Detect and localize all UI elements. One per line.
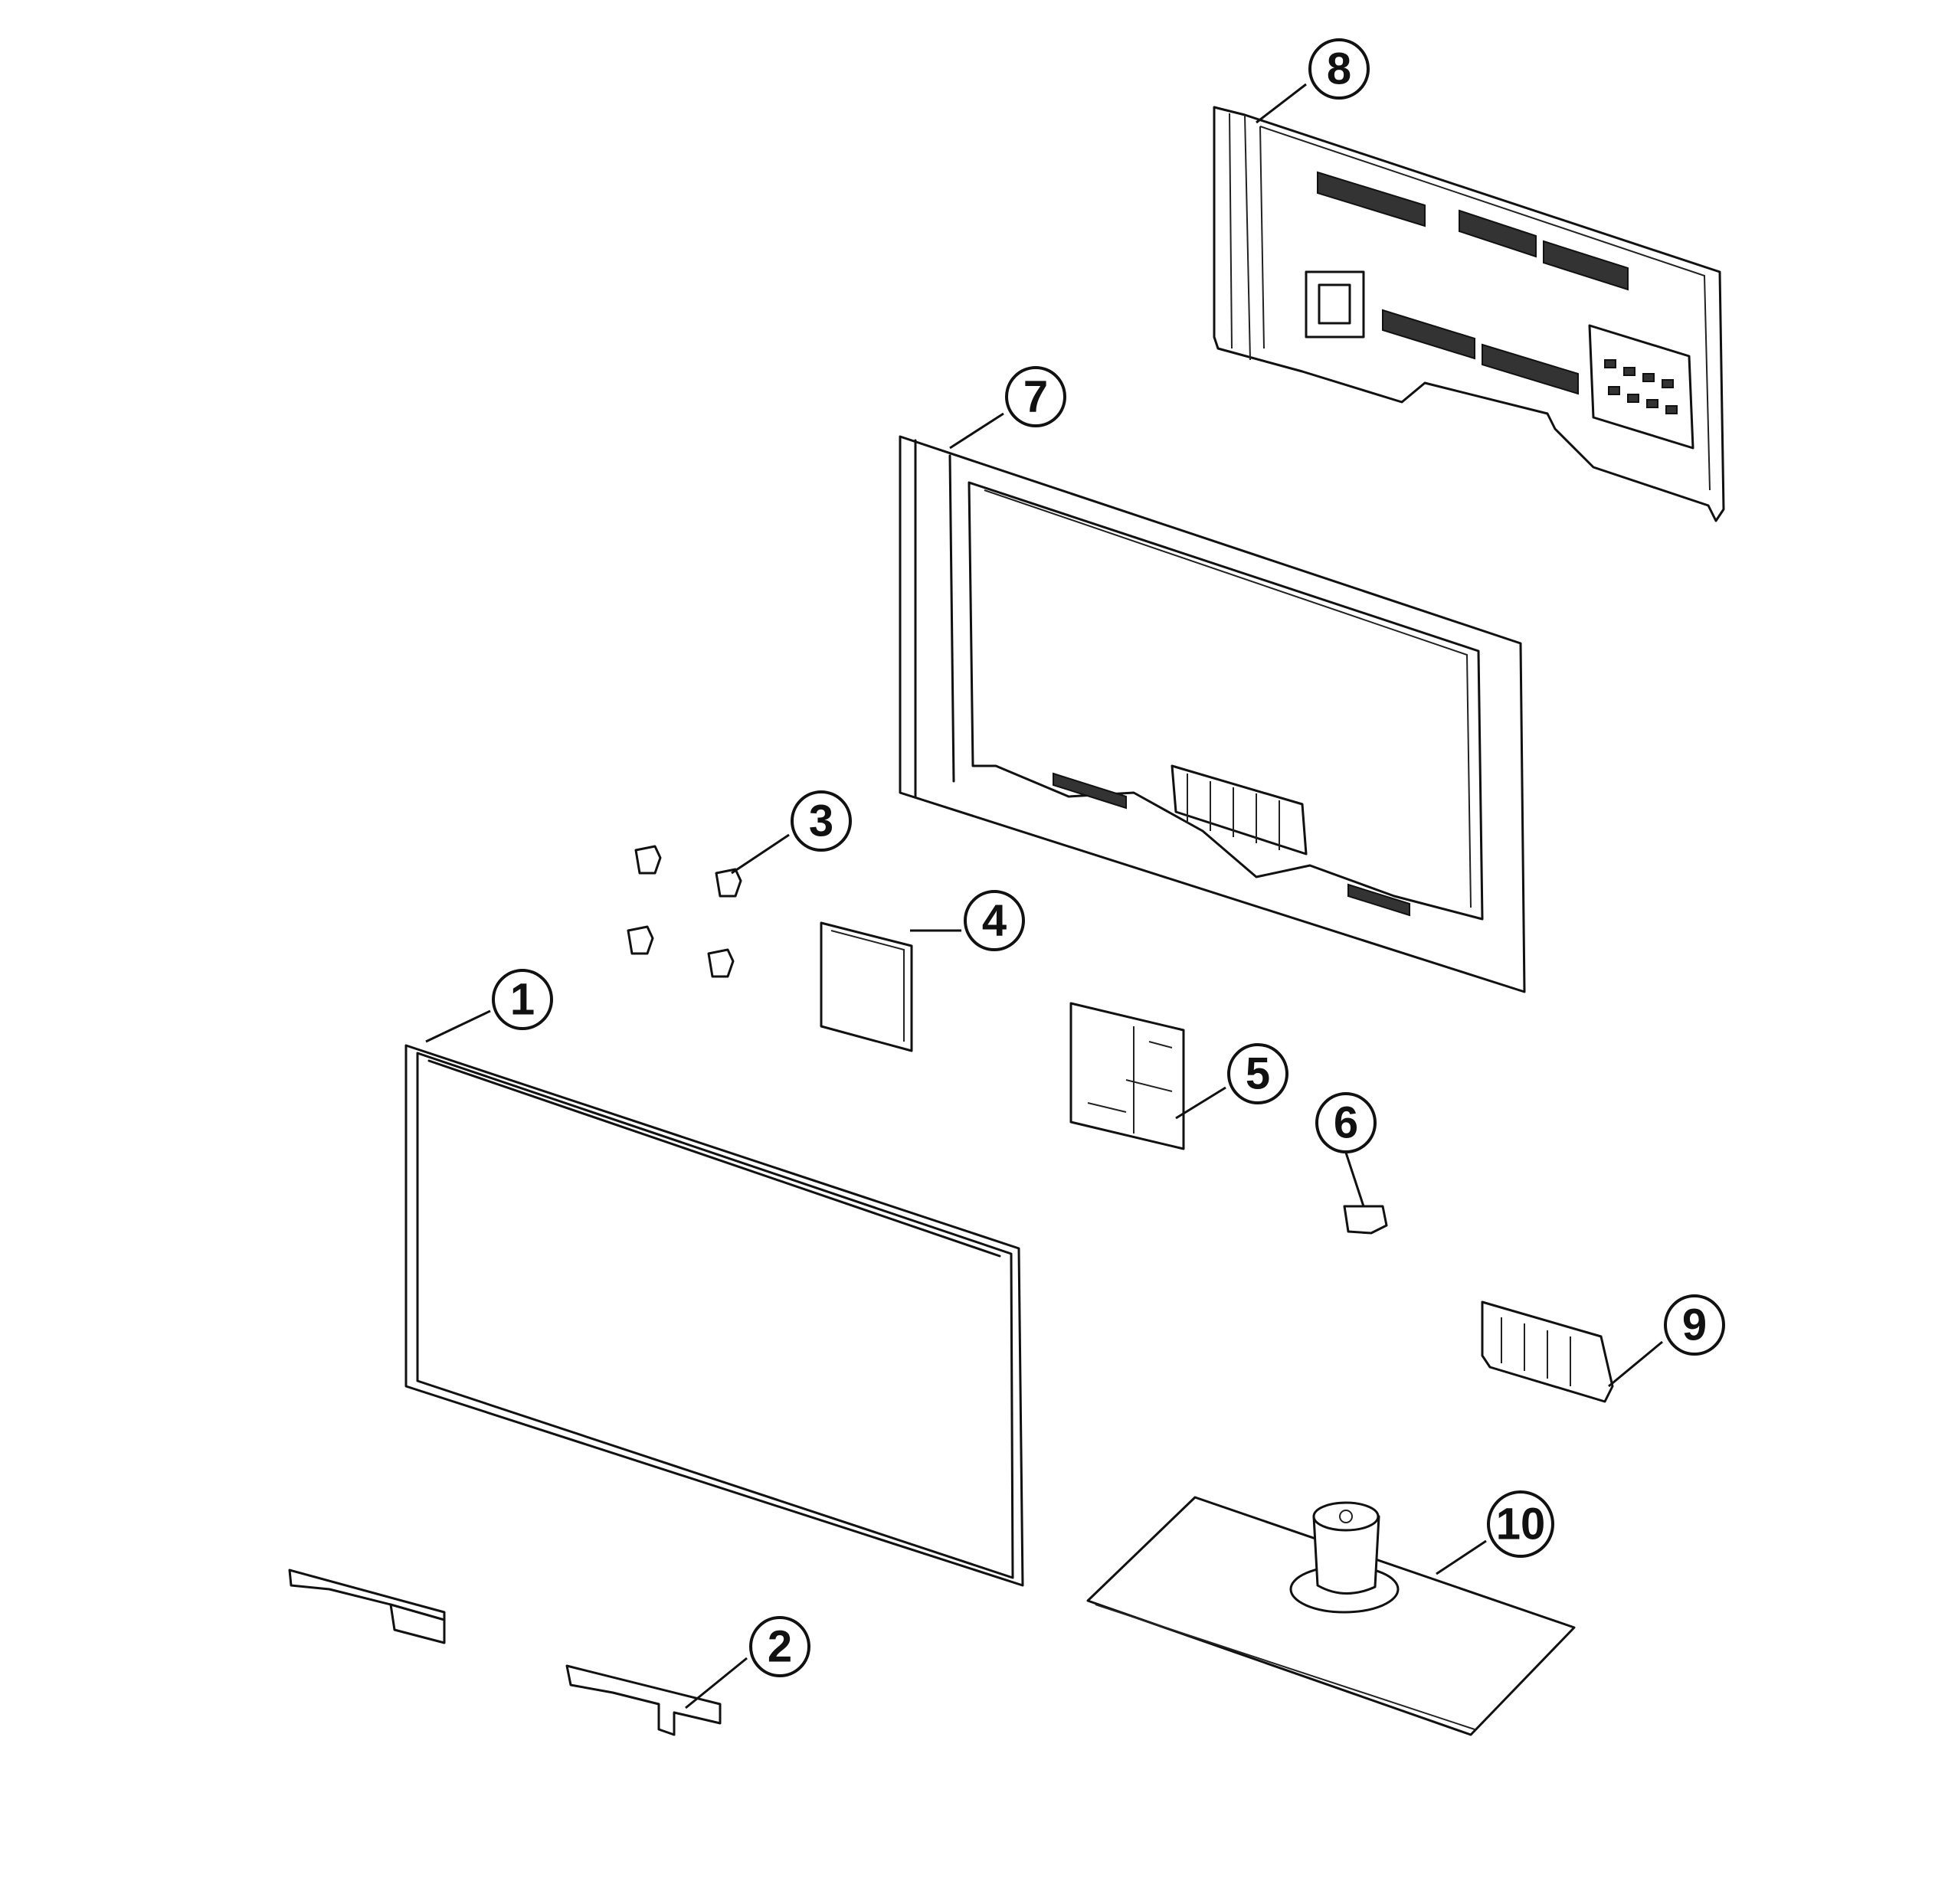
part-panel — [404, 1044, 1024, 1587]
callout-2: 2 — [685, 1616, 810, 1709]
callout-label: 8 — [1327, 44, 1351, 94]
callout-9: 9 — [1608, 1294, 1725, 1388]
part-back-cover — [1213, 106, 1725, 522]
callout-label: 3 — [809, 797, 833, 846]
part-front-bezel — [899, 435, 1526, 993]
callout-5: 5 — [1175, 1043, 1288, 1120]
callout-10: 10 — [1436, 1490, 1554, 1575]
callout-label: 1 — [510, 975, 535, 1025]
part-stand — [1086, 1496, 1576, 1736]
part-main-board — [1069, 1002, 1185, 1150]
callout-label: 7 — [1023, 372, 1048, 422]
callout-6: 6 — [1315, 1092, 1377, 1207]
callout-label: 10 — [1496, 1500, 1546, 1549]
callout-7: 7 — [949, 366, 1066, 450]
callout-4: 4 — [910, 890, 1025, 951]
part-brackets — [288, 1569, 722, 1736]
callout-3: 3 — [731, 790, 852, 875]
part-small-board — [820, 921, 913, 1052]
callout-label: 5 — [1246, 1049, 1270, 1099]
part-clips — [627, 845, 742, 978]
callout-label: 2 — [768, 1622, 792, 1672]
callout-label: 9 — [1682, 1300, 1707, 1350]
part-stand-guide — [1481, 1300, 1614, 1403]
callout-8: 8 — [1256, 38, 1370, 124]
callout-1: 1 — [425, 969, 553, 1043]
part-small-bracket — [1343, 1205, 1388, 1235]
callout-label: 4 — [982, 896, 1007, 946]
callout-label: 6 — [1334, 1098, 1358, 1148]
